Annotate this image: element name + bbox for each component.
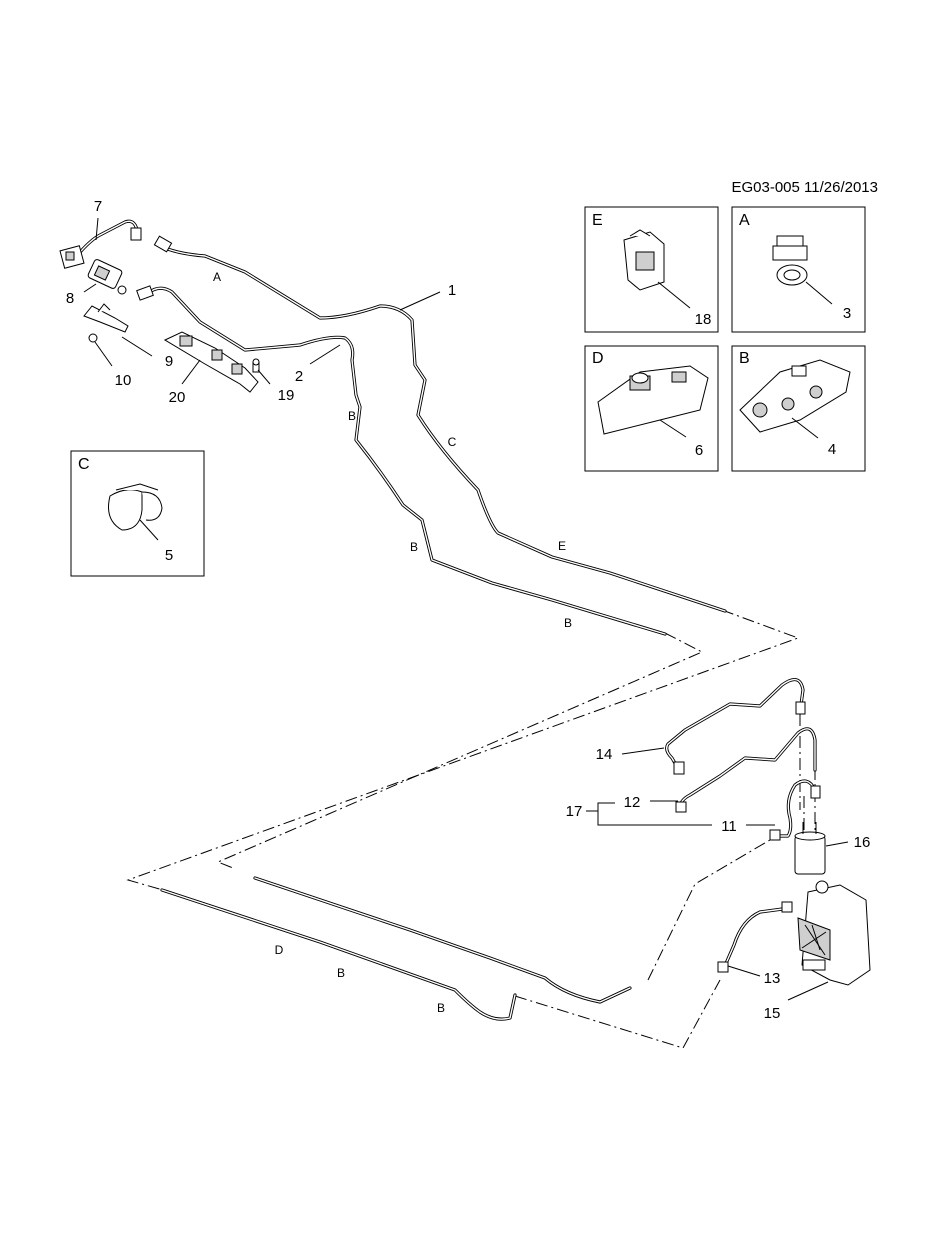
inset-c: C 5 [70,450,205,577]
callout-19: 19 [278,387,295,404]
clip-letter-e: E [558,539,566,553]
inset-a-letter: A [739,212,750,229]
clip-letter-b: B [410,540,418,554]
phantom-lines [126,609,816,1049]
inset-e-letter: E [592,212,603,229]
part-20-bracket [163,331,259,393]
part-7-valve [59,245,85,269]
inset-d: D 6 [584,345,719,472]
pipe-fittings [130,227,821,973]
diagram-code: EG03-005 11/26/2013 [731,179,878,196]
callout-5: 5 [165,547,173,564]
callout-9: 9 [165,353,173,370]
callout-8: 8 [66,290,74,307]
callout-12: 12 [624,794,641,811]
clip-letter-a: A [213,270,221,284]
part-10-nut [88,333,98,343]
inset-d-letter: D [592,350,604,367]
clip-letter-c: C [448,435,457,449]
pipe-2 [146,286,667,636]
pipe-11 [774,779,817,838]
clip-letter-d: D [275,943,284,957]
callout-6: 6 [695,442,703,459]
callout-18: 18 [695,311,712,328]
callout-16: 16 [854,834,871,851]
callout-2: 2 [295,368,303,385]
pipe-14 [665,678,805,774]
callout-7: 7 [94,198,102,215]
callout-13: 13 [764,970,781,987]
pipe-13 [722,906,792,970]
pipe-7 [73,219,140,260]
callout-20: 20 [169,389,186,406]
pipe-1 [163,246,727,613]
inset-e: E 18 [584,206,719,333]
pipe-lower-2 [253,876,632,1004]
part-16-filter [794,822,826,875]
clip-letter-b: B [437,1001,445,1015]
callout-15: 15 [764,1005,781,1022]
part-19-bolt [252,358,260,373]
callout-4: 4 [828,441,836,458]
inset-c-letter: C [78,456,90,473]
leader-lines [83,217,849,1001]
inset-a: A 3 [731,206,866,333]
inset-b-letter: B [739,350,750,367]
callout-14: 14 [596,746,613,763]
clip-letter-b: B [337,966,345,980]
part-9-bracket [83,303,129,333]
callout-10: 10 [115,372,132,389]
part-15-canister [797,880,871,986]
callout-1: 1 [448,282,456,299]
callout-3: 3 [843,305,851,322]
inset-b: B 4 [731,345,866,472]
part-8-solenoid [87,259,127,295]
clip-letter-b: B [564,616,572,630]
callout-11: 11 [721,818,737,835]
callout-17: 17 [566,803,583,820]
pipe-12 [678,727,817,810]
clip-letter-b: B [348,409,356,423]
pipe-lower-1 [160,888,517,1021]
